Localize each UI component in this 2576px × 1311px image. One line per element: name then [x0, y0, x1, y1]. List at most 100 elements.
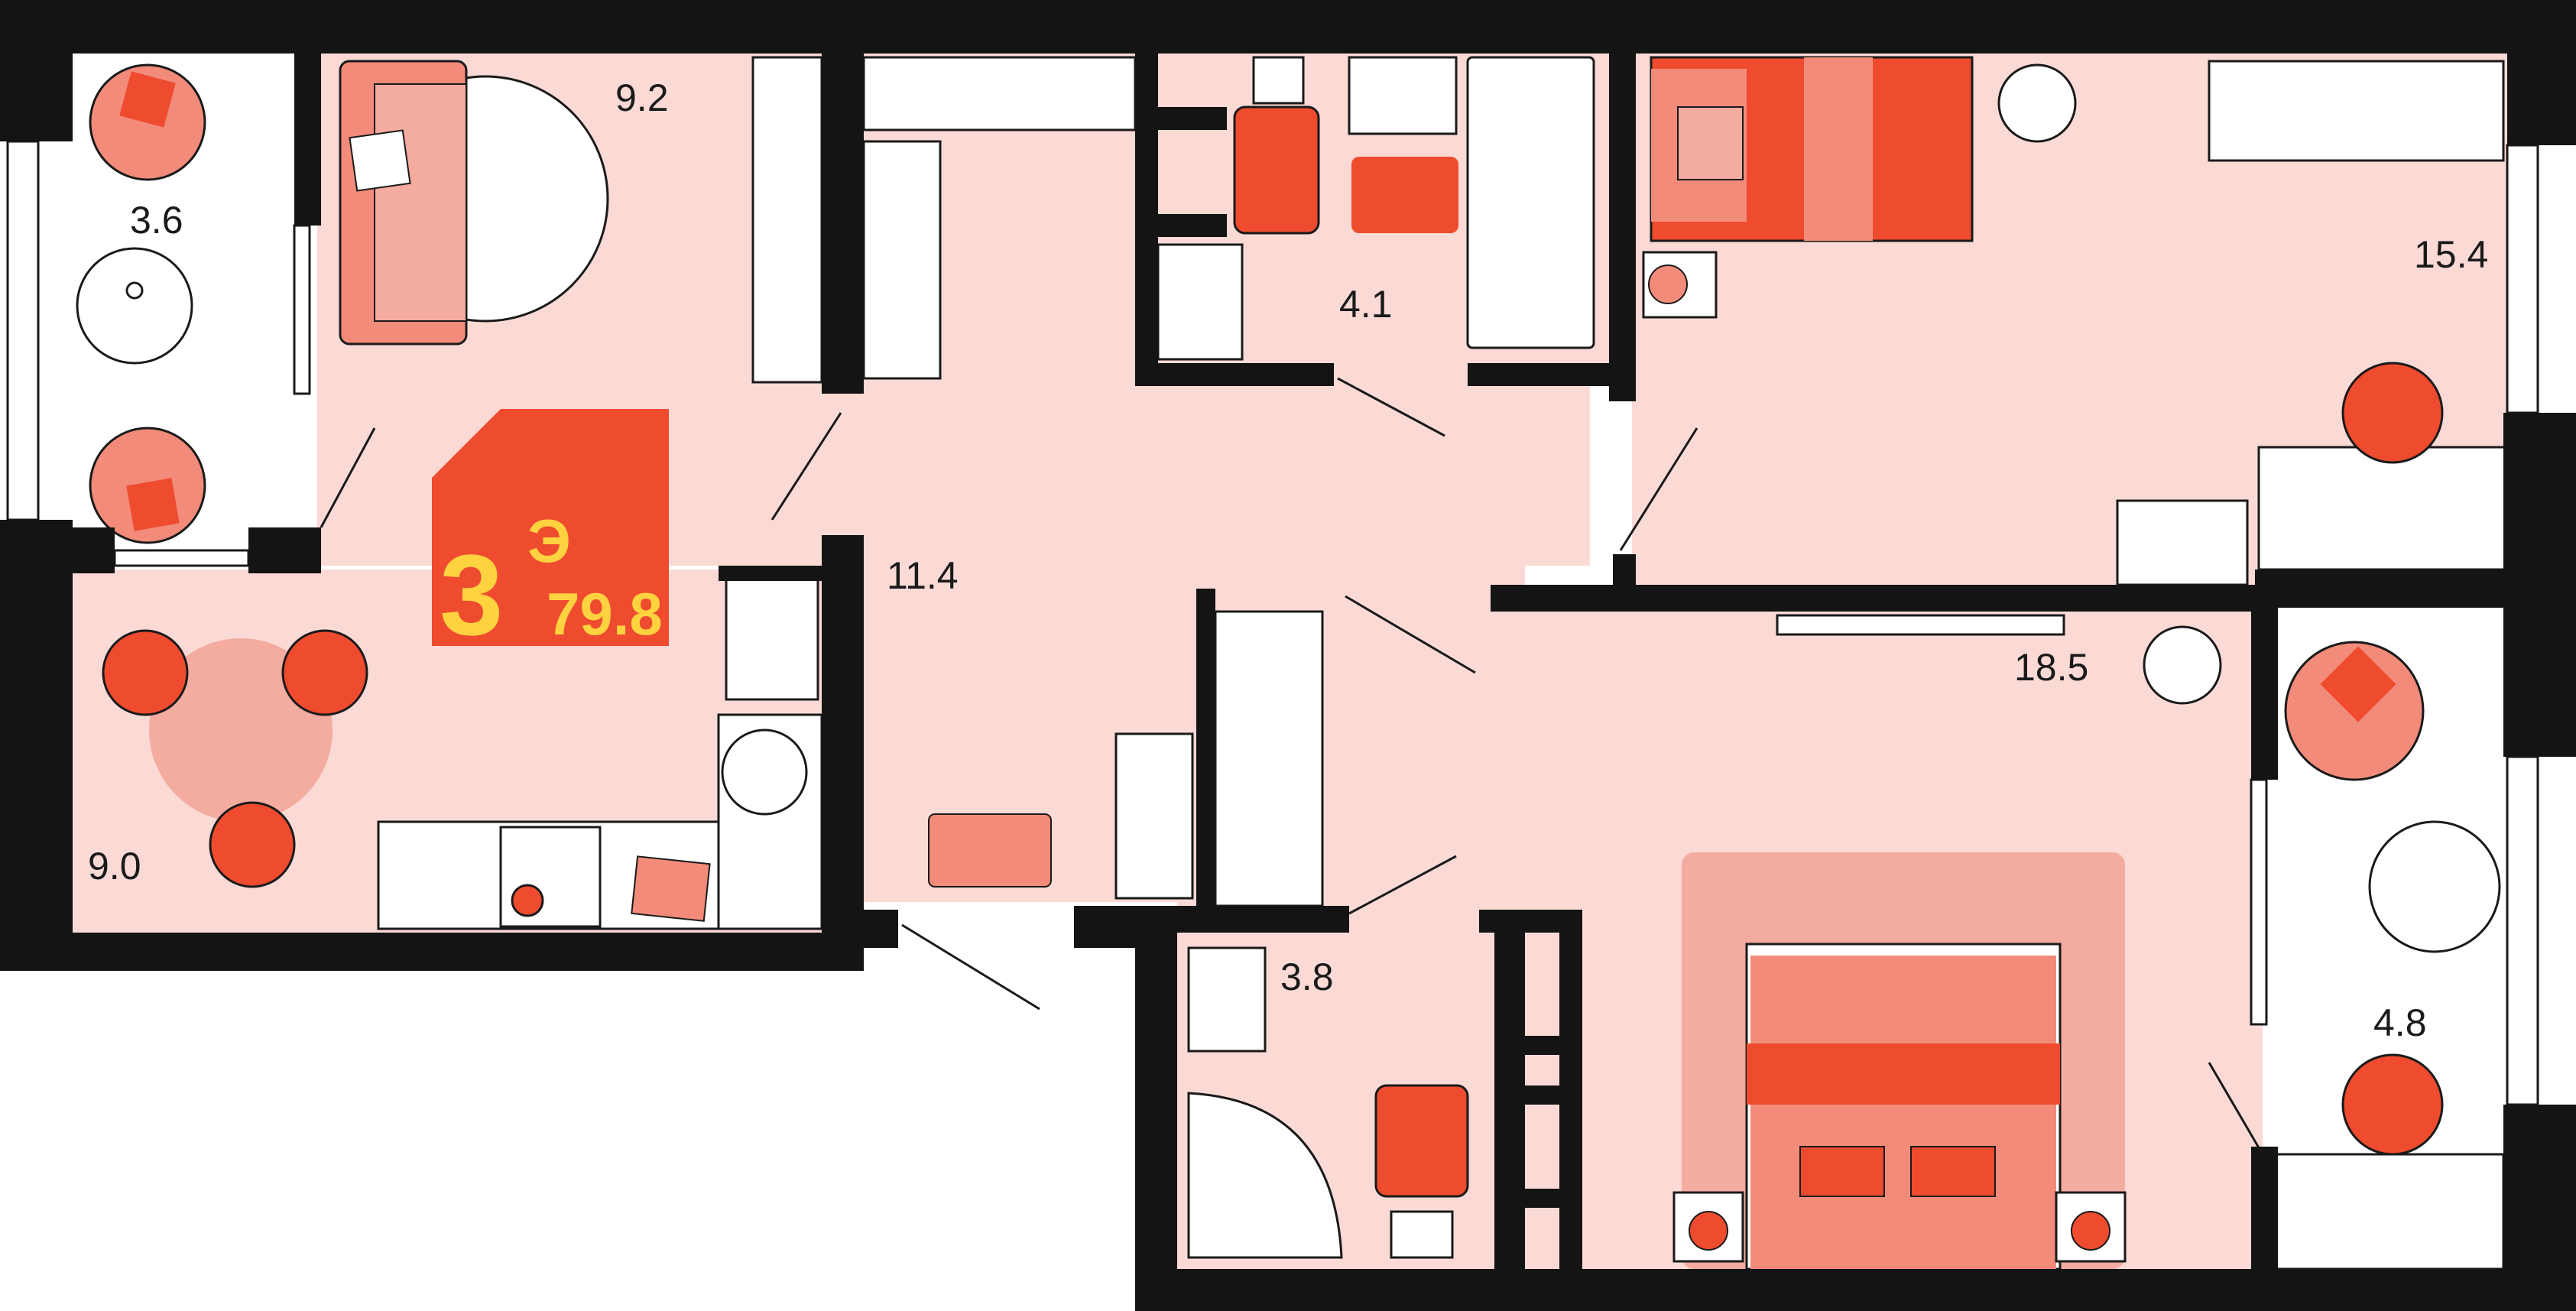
- desk-se: [2273, 1153, 2505, 1270]
- lamp-main-left: [1689, 1211, 1728, 1251]
- badge-rooms: 3: [440, 531, 503, 659]
- cushion-2: [126, 478, 180, 531]
- wall-left-mid: [0, 520, 73, 948]
- wall-top: [0, 0, 2576, 54]
- door-bath-small: [1348, 855, 1457, 915]
- cushion-1: [119, 71, 176, 128]
- area-label-bath-small: 3.8: [1280, 956, 1334, 998]
- area-label-kitchen: 9.0: [88, 845, 141, 888]
- bookshelf-ne: [2116, 499, 2249, 586]
- door-bath-main: [1337, 377, 1445, 437]
- wall-fridge: [719, 566, 822, 581]
- window-west: [6, 140, 40, 521]
- area-label-bath-main: 4.1: [1339, 283, 1393, 326]
- area-label-hall: 11.4: [887, 554, 959, 597]
- window-east-ne: [2506, 144, 2539, 414]
- toilet-seat: [1233, 105, 1320, 235]
- wall-wardrobe-living: [822, 54, 864, 394]
- toilet-small-tank: [1390, 1210, 1454, 1259]
- wall-kitchen-bottom: [0, 933, 864, 971]
- door-wardrobe: [1345, 595, 1476, 674]
- window-east-se: [2506, 755, 2539, 1106]
- wall-bath-bottom-l: [1135, 363, 1334, 386]
- wall-east-mid: [2503, 413, 2576, 757]
- window-balcony-se-west: [2250, 778, 2268, 1026]
- wall-closet-shelf-2: [1498, 1085, 1578, 1105]
- wall-left-top: [0, 0, 73, 141]
- bed-ne-pillow: [1677, 106, 1744, 180]
- wall-entry-stub: [822, 910, 898, 948]
- cutting-board: [631, 855, 711, 922]
- wall-bath-small-left: [1135, 910, 1177, 1311]
- wall-closet-shelf-3: [1498, 1189, 1578, 1208]
- area-labels: 3.6 9.2 11.4 9.0 4.1 15.4 18.5 3.8 4.8: [88, 76, 2488, 1044]
- desk-chair-se: [2341, 1053, 2444, 1156]
- badge-shape: [432, 409, 669, 646]
- stove-pot: [511, 884, 544, 917]
- wall-bedroom-ne-stub: [1613, 554, 1636, 589]
- area-label-balcony-se: 4.8: [2373, 1001, 2427, 1044]
- wall-balcony-nw-right: [294, 54, 321, 226]
- badge-total-area: 79.8: [547, 580, 663, 647]
- wall-bath-small-top: [1177, 906, 1349, 933]
- wardrobe-ne: [2208, 60, 2505, 162]
- doormat: [928, 813, 1052, 888]
- bath-mat: [1351, 157, 1458, 233]
- door-living: [771, 412, 842, 521]
- dining-chair-2: [281, 629, 368, 716]
- wall-bath-shelf: [1135, 107, 1227, 130]
- desk-chair-ne: [2341, 362, 2444, 464]
- bathtub: [1466, 56, 1595, 349]
- washing-machine: [1157, 243, 1244, 361]
- wardrobe-hall: [1214, 610, 1324, 907]
- doors: [320, 377, 2264, 1155]
- wall-bath-right: [1609, 54, 1636, 401]
- wall-entry-right: [1074, 906, 1177, 948]
- kitchen-sink: [721, 729, 808, 816]
- bed-ne-blanket-stripe: [1804, 57, 1873, 241]
- door-entry: [901, 923, 1040, 1011]
- wardrobe-living: [751, 56, 823, 384]
- area-label-balcony-nw: 3.6: [130, 199, 183, 242]
- dining-chair-1: [102, 629, 189, 716]
- shower-tray: [1187, 1092, 1343, 1259]
- wall-bath-bottom-r: [1468, 363, 1632, 386]
- wall-bottom: [1135, 1269, 2576, 1311]
- wall-east-top: [2507, 0, 2576, 145]
- dining-chair-3: [209, 801, 296, 888]
- washbasin-small: [1187, 946, 1267, 1053]
- wall-hall-wardrobe: [1196, 589, 1215, 910]
- wall-balcony-nw-bottom: [73, 527, 115, 573]
- wall-ne-desk: [2255, 570, 2507, 608]
- toilet-small-seat: [1374, 1084, 1469, 1198]
- round-table-balcony-se: [2368, 820, 2501, 953]
- area-label-bedroom-ne: 15.4: [2414, 233, 2488, 276]
- shelf-unit: [862, 140, 942, 380]
- badge-suffix: Э: [527, 507, 571, 575]
- bed-main-blanket: [1750, 956, 2056, 1277]
- sofa-pillow: [349, 129, 411, 192]
- fridge: [725, 572, 819, 701]
- area-label-bedroom-main: 18.5: [2014, 646, 2088, 689]
- shoe-rack: [1114, 732, 1194, 900]
- bed-main-pillow-1: [1799, 1146, 1885, 1197]
- wardrobe-hall-north: [862, 56, 1137, 131]
- wall-balcony-se-top: [2251, 608, 2278, 780]
- door-balcony-se: [2208, 1062, 2264, 1155]
- plant-main: [2143, 625, 2222, 705]
- window-living: [293, 224, 311, 395]
- desk-ne: [2257, 446, 2509, 571]
- door-bedroom-ne: [1619, 427, 1698, 551]
- wall-closet-shelf-1: [1498, 1036, 1578, 1055]
- wall-balcony-nw-bottom-r: [248, 527, 321, 573]
- wall-entry-left: [822, 535, 864, 967]
- ac-unit: [1776, 614, 2065, 636]
- table-item-balcony-nw: [125, 281, 144, 300]
- round-table-balcony-nw: [76, 247, 193, 365]
- wall-bath-shelf2: [1135, 214, 1227, 237]
- toilet-tank: [1252, 56, 1305, 105]
- apartment-badge: 3 Э 79.8: [432, 409, 669, 659]
- cushion-se-1: [2320, 646, 2396, 722]
- lamp-main-right: [2071, 1211, 2110, 1251]
